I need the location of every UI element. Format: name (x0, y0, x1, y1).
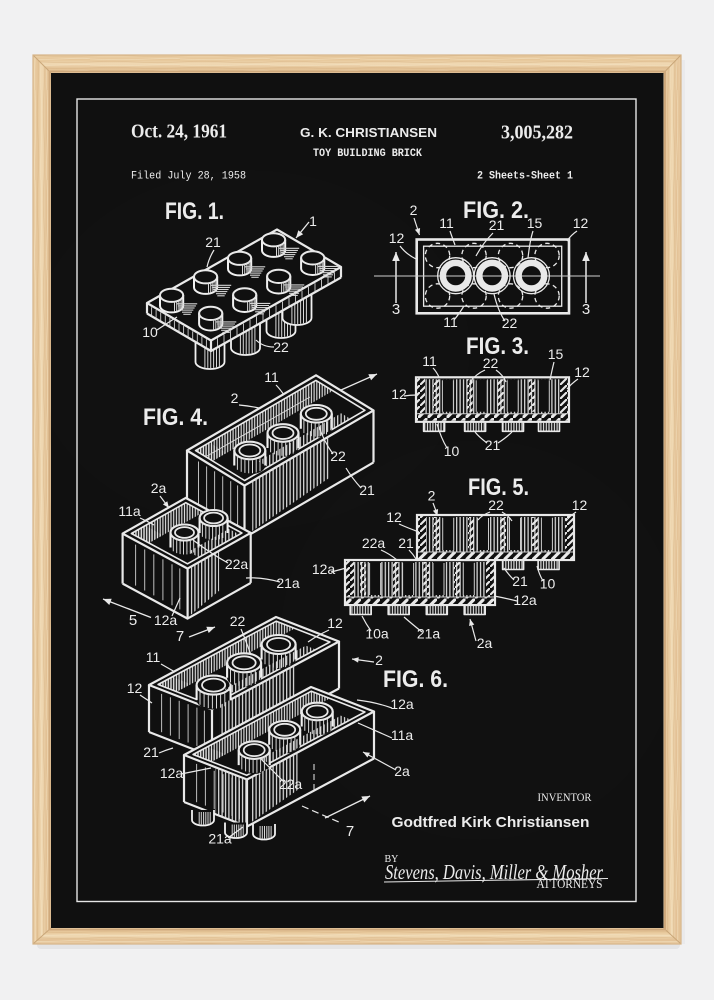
svg-text:2 Sheets-Sheet 1: 2 Sheets-Sheet 1 (477, 171, 573, 183)
svg-text:FIG. 2.: FIG. 2. (463, 197, 529, 224)
svg-text:2a: 2a (477, 635, 493, 651)
svg-text:21: 21 (143, 744, 159, 760)
svg-text:7: 7 (176, 628, 184, 645)
svg-text:12: 12 (391, 386, 407, 402)
svg-text:Oct. 24, 1961: Oct. 24, 1961 (131, 121, 227, 143)
svg-text:BY: BY (385, 854, 399, 865)
svg-text:22: 22 (483, 355, 499, 371)
svg-text:FIG. 1.: FIG. 1. (165, 198, 224, 225)
svg-text:11: 11 (264, 369, 279, 385)
svg-text:21: 21 (398, 535, 414, 551)
svg-text:12a: 12a (513, 592, 537, 608)
svg-text:12a: 12a (390, 696, 414, 712)
svg-text:2a: 2a (151, 480, 167, 496)
svg-text:3: 3 (582, 301, 590, 318)
svg-text:15: 15 (548, 346, 564, 362)
svg-text:22: 22 (502, 315, 518, 331)
svg-text:21: 21 (359, 482, 375, 498)
svg-text:22: 22 (273, 339, 289, 355)
svg-text:11: 11 (443, 314, 458, 330)
svg-text:11a: 11a (391, 727, 414, 743)
svg-text:22: 22 (488, 497, 504, 513)
svg-text:12: 12 (386, 509, 402, 525)
svg-text:11: 11 (422, 353, 437, 369)
svg-text:12: 12 (572, 497, 588, 513)
svg-text:15: 15 (527, 215, 543, 231)
svg-text:21: 21 (485, 437, 501, 453)
svg-text:FIG. 5.: FIG. 5. (468, 474, 529, 501)
svg-text:5: 5 (129, 612, 137, 629)
svg-text:3: 3 (392, 301, 400, 318)
svg-text:22a: 22a (362, 535, 386, 551)
svg-text:21: 21 (512, 573, 528, 589)
svg-text:ATTORNEYS: ATTORNEYS (537, 877, 603, 891)
svg-text:22: 22 (230, 613, 246, 629)
svg-text:7: 7 (346, 823, 354, 840)
svg-text:22a: 22a (279, 776, 303, 792)
svg-text:12: 12 (127, 680, 143, 696)
svg-text:21a: 21a (417, 626, 441, 642)
svg-text:INVENTOR: INVENTOR (538, 790, 592, 804)
svg-text:10a: 10a (365, 626, 389, 642)
svg-text:12a: 12a (154, 612, 178, 628)
svg-text:10: 10 (444, 443, 460, 459)
svg-text:21a: 21a (276, 575, 300, 591)
svg-text:12: 12 (573, 215, 589, 231)
svg-text:11a: 11a (118, 503, 141, 519)
svg-text:2: 2 (428, 488, 436, 504)
svg-text:2a: 2a (394, 763, 410, 779)
svg-text:12a: 12a (160, 765, 184, 781)
svg-text:2: 2 (410, 202, 418, 218)
svg-text:3,005,282: 3,005,282 (501, 122, 573, 144)
svg-text:11: 11 (146, 649, 161, 665)
svg-text:12: 12 (327, 615, 343, 631)
svg-text:TOY BUILDING BRICK: TOY BUILDING BRICK (313, 148, 422, 160)
svg-text:12: 12 (574, 364, 590, 380)
svg-text:FIG. 3.: FIG. 3. (466, 333, 529, 360)
svg-text:10: 10 (540, 576, 556, 592)
svg-text:22a: 22a (225, 556, 249, 572)
svg-text:1: 1 (309, 213, 317, 229)
svg-text:FIG. 6.: FIG. 6. (383, 666, 448, 693)
svg-text:12: 12 (389, 230, 405, 246)
svg-text:2: 2 (231, 390, 239, 406)
svg-text:Godtfred Kirk Christiansen: Godtfred Kirk Christiansen (392, 814, 590, 831)
svg-text:21a: 21a (208, 831, 232, 847)
svg-text:22: 22 (330, 448, 346, 464)
svg-text:Filed July 28, 1958: Filed July 28, 1958 (131, 171, 246, 183)
svg-text:21: 21 (489, 217, 505, 233)
svg-text:FIG. 4.: FIG. 4. (143, 404, 208, 431)
svg-text:12a: 12a (312, 561, 336, 577)
svg-text:21: 21 (205, 234, 221, 250)
svg-text:2: 2 (375, 652, 383, 668)
svg-text:G. K. CHRISTIANSEN: G. K. CHRISTIANSEN (300, 125, 437, 140)
svg-text:10: 10 (142, 324, 158, 340)
svg-text:11: 11 (439, 215, 454, 231)
